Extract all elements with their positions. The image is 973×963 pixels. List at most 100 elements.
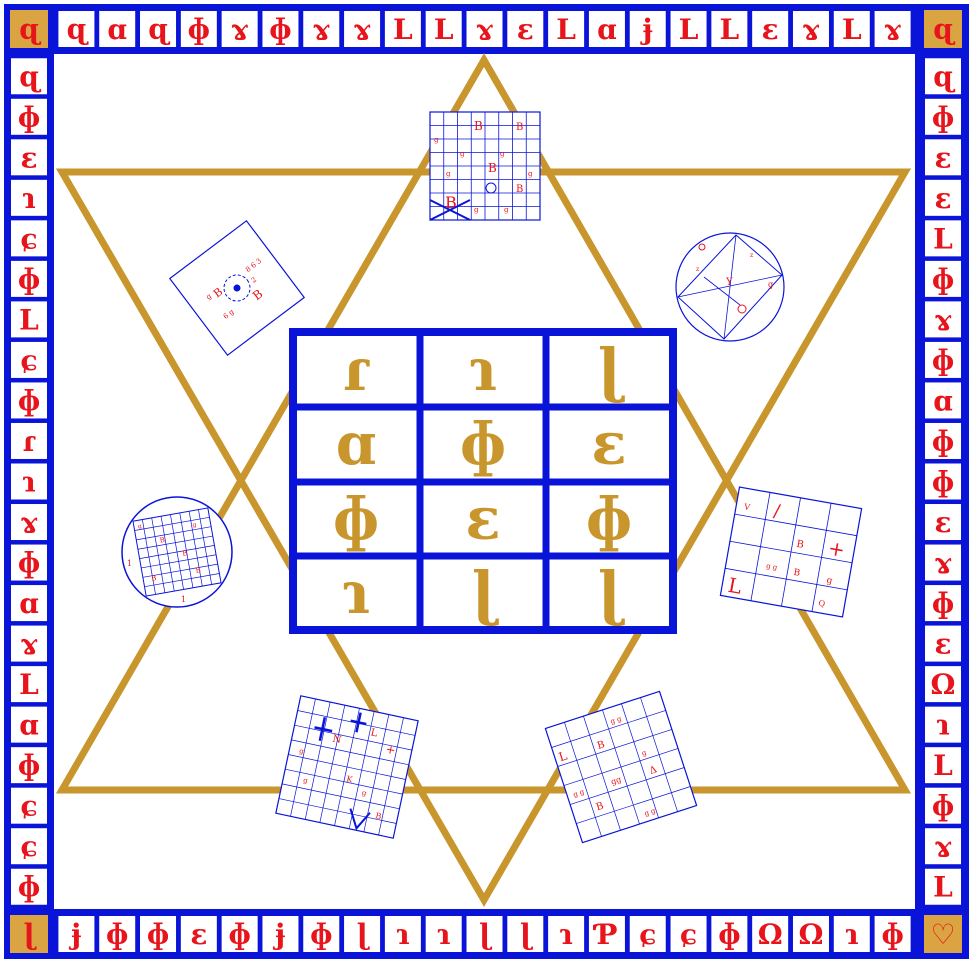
border-top-tile-glyph: ɛ (517, 13, 534, 46)
corner-top-right: ɋ (924, 10, 962, 48)
border-right-tile-glyph: ɸ (932, 344, 954, 377)
border-top-tile: ɛ (752, 11, 788, 47)
border-left-tile-glyph: ɑ (19, 587, 39, 620)
svg-text:z: z (696, 266, 699, 273)
svg-text:B: B (474, 119, 483, 133)
corner-bottom-right-glyph: ♡ (930, 918, 955, 951)
svg-text:1: 1 (181, 595, 186, 604)
border-right-tile: ɛ (925, 139, 961, 175)
border-left-tile: ɑ (11, 585, 47, 621)
border-right-tile: ɛ (925, 626, 961, 662)
border-bottom-tile-glyph: ɸ (718, 918, 740, 951)
border-right-tile-glyph: ɑ (933, 384, 953, 417)
border-top-tile: ɸ (181, 11, 217, 47)
border-bottom-tile-glyph: ɛ (190, 918, 207, 951)
svg-text:B: B (488, 161, 497, 175)
border-top-tile-glyph: ɸ (188, 13, 210, 46)
border-right-tile-glyph: ɸ (932, 101, 954, 134)
border-left-tile: ɸ (11, 869, 47, 905)
border-top-tile-glyph: ɑ (597, 13, 617, 46)
border-right-tile: ɋ (925, 58, 961, 94)
border-left-tile-glyph: ɋ (19, 60, 41, 93)
border-bottom-tile-glyph: ɿ (437, 918, 451, 951)
border-right-tile: ɤ (925, 828, 961, 864)
border-top-tile-glyph: Ⅼ (842, 13, 862, 46)
border-left-tile-glyph: ɸ (18, 547, 40, 580)
border-left-tile-glyph: ɛ (20, 141, 37, 174)
border-top-tile-glyph: ɤ (353, 13, 371, 46)
border-top-tile: ɤ (875, 11, 911, 47)
border-left-tile: ɕ (11, 220, 47, 256)
border-left-tile: ɿ (11, 464, 47, 500)
svg-text:g: g (528, 170, 533, 178)
border-left-tile-glyph: ɸ (18, 101, 40, 134)
border-bottom-tile: ɭ (344, 916, 380, 952)
border-top-tile-glyph: ɤ (231, 13, 249, 46)
border-right-tile-glyph: ɸ (932, 466, 954, 499)
border-top-tile: Ⅼ (711, 11, 747, 47)
border-top-tile: ɉ (630, 11, 666, 47)
border-right-tile-glyph: Ⅼ (933, 222, 953, 255)
border-left-tile: ɕ (11, 828, 47, 864)
border-bottom-tile: Ω (752, 916, 788, 952)
central-grid-cell-glyph: ɸ (460, 410, 506, 478)
border-left-tile-glyph: ɕ (20, 790, 37, 823)
border-bottom-tile: ɿ (548, 916, 584, 952)
border-top-tile-glyph: ɛ (762, 13, 779, 46)
border-right-tile-glyph: ɿ (936, 709, 950, 742)
border-left-tile: ɑ (11, 707, 47, 743)
border-top-tile: ɑ (589, 11, 625, 47)
border-right-tile: ɸ (925, 585, 961, 621)
svg-text:g: g (768, 280, 773, 289)
border-left-tile: ɸ (11, 747, 47, 783)
border-top-tile-glyph: Ⅼ (556, 13, 576, 46)
border-bottom-tile: ɸ (711, 916, 747, 952)
border-bottom-tile-glyph: ɕ (680, 918, 697, 951)
border-left-tile-glyph: ɸ (18, 263, 40, 296)
border-right-tile-glyph: ɸ (932, 587, 954, 620)
border-top-tile-glyph: ɑ (107, 13, 127, 46)
corner-top-left: ɋ (10, 10, 48, 48)
border-bottom-tile-glyph: ɸ (106, 918, 128, 951)
border-left-tile: ɸ (11, 382, 47, 418)
border-left-tile: ɕ (11, 788, 47, 824)
border-right-tile: ɸ (925, 261, 961, 297)
border-top-tile: Ⅼ (548, 11, 584, 47)
border-right-tile-glyph: ɤ (934, 303, 952, 336)
border-left-tile: ɋ (11, 58, 47, 94)
border-bottom-tile: ɛ (181, 916, 217, 952)
border-top-tile: ɤ (467, 11, 503, 47)
border-left-tile: Ⅼ (11, 301, 47, 337)
svg-text:g: g (500, 150, 505, 158)
border-left-tile: Ⅼ (11, 666, 47, 702)
border-bottom-tile-glyph: Ƥ (592, 918, 617, 951)
svg-text:g: g (474, 206, 479, 214)
talisman-lower-left-square: N L + K g g g B (276, 696, 418, 838)
svg-text:Y: Y (725, 277, 733, 288)
border-bottom-tile: ɕ (671, 916, 707, 952)
talisman-left-circle: g B B B B g 1 1 (122, 497, 232, 607)
border-bottom-tile-glyph: ɸ (147, 918, 169, 951)
border-left-tile-glyph: ɿ (22, 466, 36, 499)
border-left-tile-glyph: ɸ (18, 749, 40, 782)
border-left-tile-glyph: ɸ (18, 871, 40, 904)
border-bottom-tile: ɿ (385, 916, 421, 952)
border-top-tile-glyph: Ⅼ (720, 13, 740, 46)
border-right-tile-glyph: ɸ (932, 790, 954, 823)
border-right-tile-glyph: Ω (931, 668, 956, 701)
border-top-tile: ɑ (99, 11, 135, 47)
corner-top-left-glyph: ɋ (19, 13, 41, 46)
border-right-tile: Ω (925, 666, 961, 702)
corner-top-right-glyph: ɋ (933, 13, 955, 46)
border-left-tile: ɤ (11, 626, 47, 662)
border-bottom-tile-glyph: ɸ (228, 918, 250, 951)
border-right-tile: Ⅼ (925, 747, 961, 783)
border-top-tile: Ⅼ (385, 11, 421, 47)
border-bottom-tile: ɉ (58, 916, 94, 952)
border-bottom-tile-glyph: ɕ (639, 918, 656, 951)
border-bottom-tile: ɸ (222, 916, 258, 952)
border-left-tile-glyph: ɕ (20, 830, 37, 863)
border-top-tile-glyph: Ⅼ (434, 13, 454, 46)
border-left-tile-glyph: ɿ (22, 182, 36, 215)
